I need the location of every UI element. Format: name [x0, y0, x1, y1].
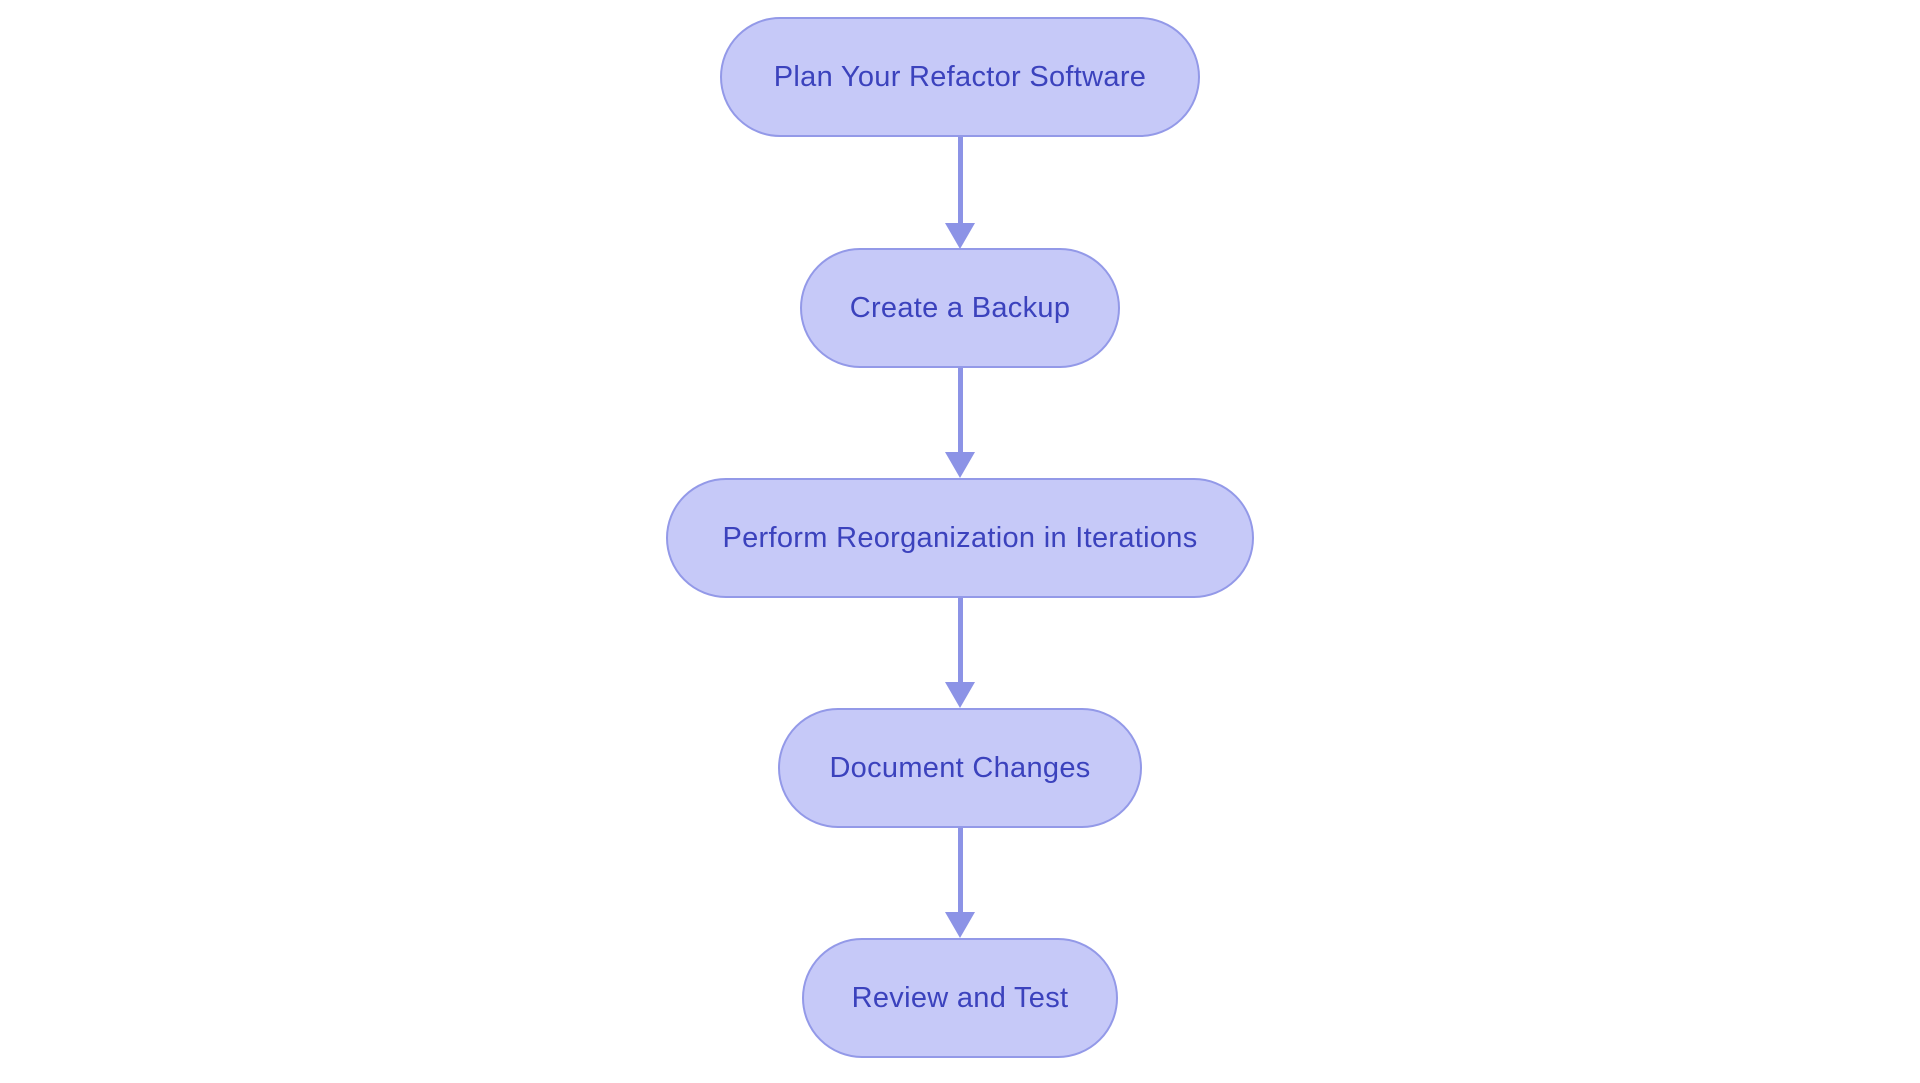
connector-plan-to-backup — [945, 137, 975, 249]
flow-node-reorganize-label: Perform Reorganization in Iterations — [722, 521, 1198, 554]
connector-reorganize-to-document — [945, 598, 975, 708]
flow-node-plan: Plan Your Refactor Software — [720, 17, 1200, 137]
flow-node-reorganize: Perform Reorganization in Iterations — [666, 478, 1254, 598]
flow-node-review: Review and Test — [802, 938, 1118, 1058]
flow-node-document: Document Changes — [778, 708, 1142, 828]
connector-document-to-review — [945, 828, 975, 938]
arrow-head-icon — [945, 682, 975, 708]
arrow-head-icon — [945, 223, 975, 249]
arrow-shaft — [957, 137, 963, 223]
arrow-head-icon — [945, 452, 975, 478]
arrow-shaft — [957, 828, 963, 912]
connector-backup-to-reorganize — [945, 368, 975, 478]
arrow-shaft — [957, 598, 963, 682]
flow-node-document-label: Document Changes — [829, 751, 1091, 784]
flow-node-backup-label: Create a Backup — [849, 291, 1071, 324]
arrow-shaft — [957, 368, 963, 452]
arrow-head-icon — [945, 912, 975, 938]
flow-node-plan-label: Plan Your Refactor Software — [773, 60, 1147, 93]
flow-node-backup: Create a Backup — [800, 248, 1120, 368]
flow-node-review-label: Review and Test — [851, 981, 1069, 1014]
